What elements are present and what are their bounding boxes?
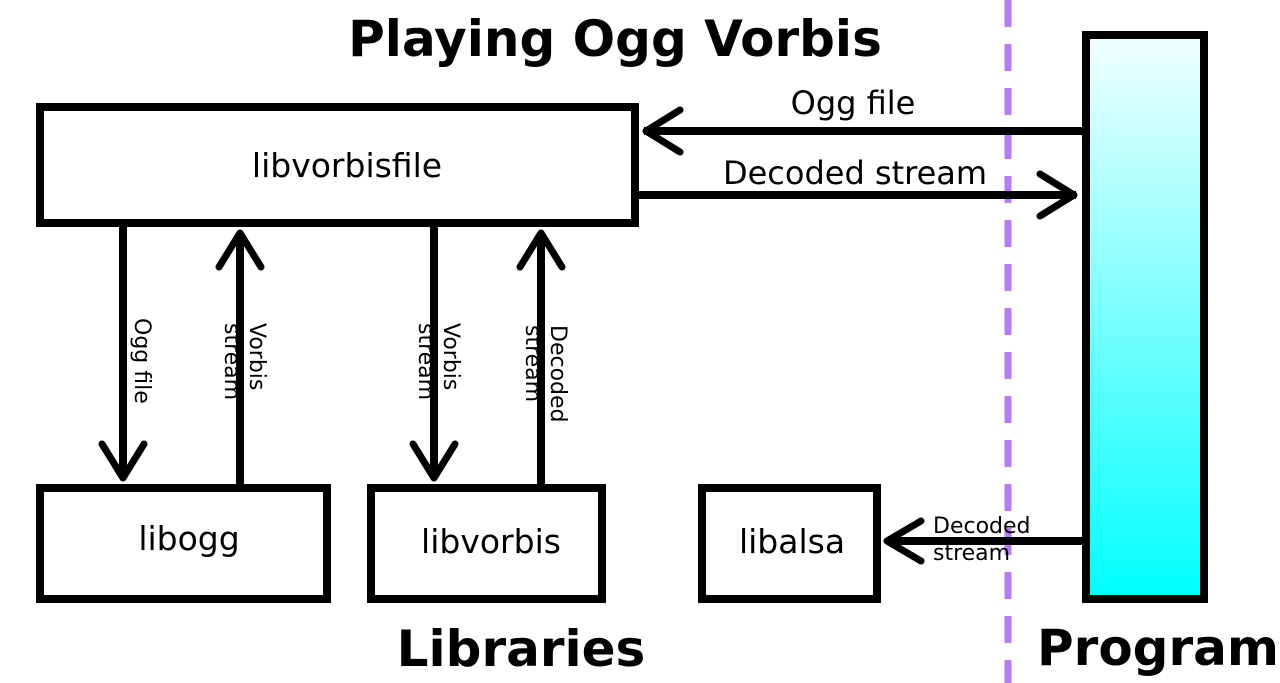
edge-label-ogg-file-top: Ogg file: [791, 84, 916, 122]
edge-label-line: Vorbis: [438, 323, 463, 390]
arrowhead-up-icon: [215, 229, 265, 271]
edge-label-vorbis-stream-2: Vorbis stream: [413, 323, 463, 400]
node-libvorbisfile: libvorbisfile: [36, 103, 639, 227]
node-libalsa-label: libalsa: [739, 522, 845, 561]
arrowhead-up-icon: [516, 229, 566, 271]
edge-label-decoded-stream-top: Decoded stream: [723, 154, 987, 192]
section-label-libraries: Libraries: [397, 620, 646, 678]
edge-libogg-to-libvorbisfile: Vorbis stream: [215, 229, 269, 488]
edge-label-line: Vorbis: [244, 323, 269, 390]
diagram-title: Playing Ogg Vorbis: [348, 10, 882, 68]
node-libvorbis: libvorbis: [367, 484, 606, 603]
edge-label-line: Decoded: [545, 325, 570, 423]
edge-libvorbisfile-to-program: Decoded stream: [635, 154, 1078, 220]
node-libogg: libogg: [36, 484, 331, 603]
edge-label-vorbis-stream-1: Vorbis stream: [219, 323, 269, 400]
node-libalsa: libalsa: [698, 484, 881, 603]
node-libvorbisfile-label: libvorbisfile: [252, 146, 442, 185]
node-libvorbis-label: libvorbis: [421, 522, 561, 561]
edge-label-line: Decoded: [933, 514, 1031, 539]
node-libogg-label: libogg: [138, 519, 239, 558]
arrowhead-right-icon: [1036, 170, 1078, 220]
edge-program-to-libalsa: Decoded stream: [883, 514, 1086, 566]
edge-label-line: stream: [413, 323, 438, 400]
edge-libvorbisfile-to-libvorbis: Vorbis stream: [409, 223, 463, 482]
edge-program-to-libvorbisfile: Ogg file: [642, 84, 1086, 156]
edge-label-decoded-stream-alsa: Decoded stream: [933, 514, 1038, 566]
edge-label-decoded-stream-vertical: Decoded stream: [520, 325, 570, 430]
edge-label-line: stream: [219, 323, 244, 400]
section-label-program: Program: [1037, 619, 1279, 677]
edge-label-ogg-file-left: Ogg file: [129, 318, 154, 404]
arrowhead-down-icon: [98, 440, 148, 482]
arrowhead-left-icon: [642, 106, 684, 156]
edge-label-line: stream: [933, 541, 1010, 566]
arrowhead-left-icon: [883, 517, 925, 565]
program-bar: [1082, 31, 1208, 603]
arrowhead-down-icon: [409, 440, 459, 482]
edge-libvorbis-to-libvorbisfile: Decoded stream: [516, 229, 570, 488]
edge-label-line: stream: [520, 325, 545, 402]
edge-libvorbisfile-to-libogg: Ogg file: [98, 223, 154, 482]
